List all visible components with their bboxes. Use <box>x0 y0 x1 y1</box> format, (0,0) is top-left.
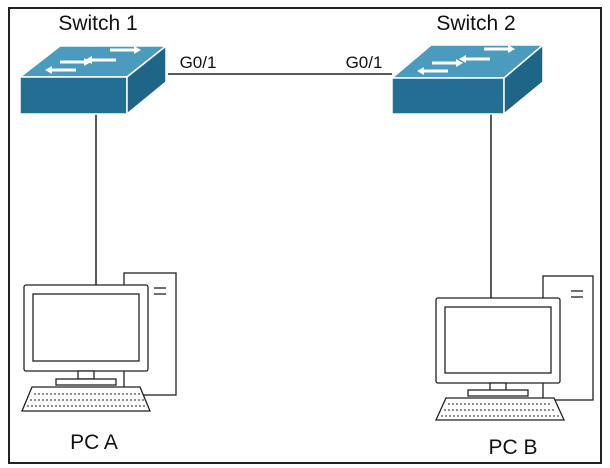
switch-icon <box>17 44 169 116</box>
switch-2-port-label: G0/1 <box>346 53 383 72</box>
diagram-frame <box>8 7 602 464</box>
switch-1-port-label: G0/1 <box>180 53 217 72</box>
desktop-pc-icon <box>434 275 594 421</box>
pc-a[interactable] <box>21 272 177 412</box>
switch-1-label: Switch 1 <box>58 12 137 35</box>
switch-2[interactable] <box>389 43 546 116</box>
switch-1[interactable] <box>17 44 169 116</box>
pc-b-label: PC B <box>488 436 537 459</box>
pc-b[interactable] <box>434 275 594 421</box>
desktop-pc-icon <box>21 272 177 412</box>
switch-icon <box>389 43 546 116</box>
switch-2-label: Switch 2 <box>436 12 515 35</box>
pc-a-label: PC A <box>70 431 118 454</box>
